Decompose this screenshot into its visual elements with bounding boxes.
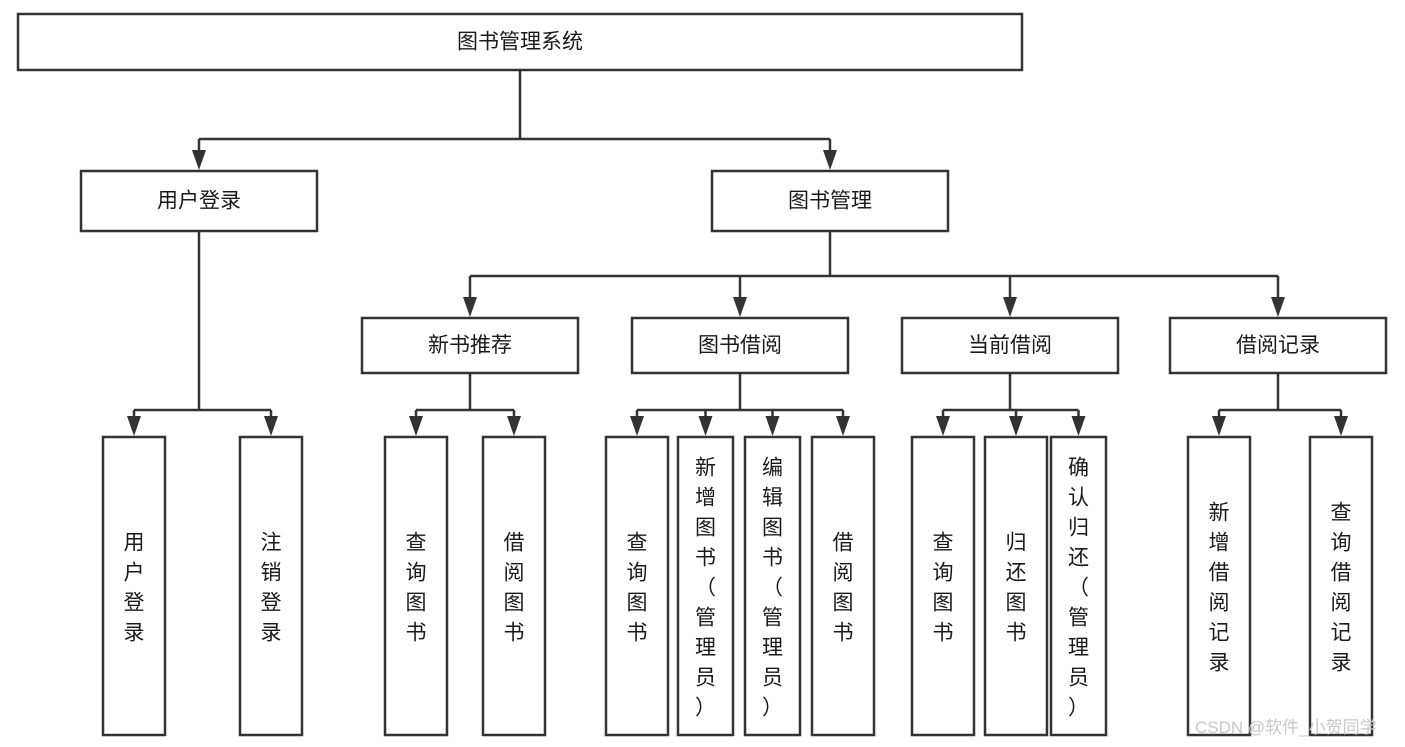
node-label-new-book-rec: 新书推荐 bbox=[428, 334, 512, 357]
node-label-leaf-query-record: 查询借阅记录 bbox=[1331, 501, 1352, 674]
arrow-head-icon bbox=[733, 297, 747, 317]
node-label-user-login: 用户登录 bbox=[157, 190, 241, 213]
node-label-leaf-query-book-2: 查询图书 bbox=[627, 531, 648, 644]
node-leaf-user-login[interactable]: 用户登录 bbox=[101, 435, 167, 737]
node-book-borrow[interactable]: 图书借阅 bbox=[630, 316, 850, 375]
node-label-leaf-add-record: 新增借阅记录 bbox=[1209, 501, 1230, 674]
node-box-current-borrow[interactable] bbox=[900, 316, 1120, 375]
node-box-leaf-query-book-3[interactable] bbox=[910, 435, 976, 737]
arrow-head-icon bbox=[192, 150, 206, 170]
node-box-borrow-record[interactable] bbox=[1168, 316, 1388, 375]
node-box-leaf-confirm-return[interactable] bbox=[1049, 435, 1108, 737]
node-label-borrow-record: 借阅记录 bbox=[1236, 334, 1320, 357]
node-box-leaf-add-book[interactable] bbox=[676, 435, 735, 737]
node-box-root[interactable] bbox=[16, 12, 1024, 72]
node-label-leaf-query-book-3: 查询图书 bbox=[933, 531, 954, 644]
node-label-leaf-borrow-book-2: 借阅图书 bbox=[833, 531, 854, 644]
node-leaf-logout[interactable]: 注销登录 bbox=[238, 435, 304, 737]
arrow-head-icon bbox=[1003, 297, 1017, 317]
node-box-leaf-borrow-book-2[interactable] bbox=[810, 435, 876, 737]
arrow-head-icon bbox=[698, 416, 713, 436]
node-leaf-confirm-return[interactable]: 确认归还（管理员） bbox=[1049, 435, 1108, 737]
node-box-leaf-user-login[interactable] bbox=[101, 435, 167, 737]
arrow-head-icon bbox=[1009, 416, 1023, 436]
node-new-book-rec[interactable]: 新书推荐 bbox=[360, 316, 580, 375]
edge-group-new-book-rec bbox=[409, 373, 521, 436]
node-leaf-add-record[interactable]: 新增借阅记录 bbox=[1186, 435, 1252, 737]
node-label-current-borrow: 当前借阅 bbox=[968, 334, 1052, 357]
node-label-leaf-query-book-1: 查询图书 bbox=[406, 531, 427, 644]
node-label-leaf-borrow-book-1: 借阅图书 bbox=[504, 531, 525, 644]
edge-group-book-borrow bbox=[630, 373, 850, 436]
arrow-head-icon bbox=[409, 416, 423, 436]
node-leaf-edit-book[interactable]: 编辑图书（管理员） bbox=[743, 435, 802, 737]
node-current-borrow[interactable]: 当前借阅 bbox=[900, 316, 1120, 375]
edge-group-borrow-record bbox=[1212, 373, 1348, 436]
arrow-head-icon bbox=[836, 416, 850, 436]
node-layer: 图书管理系统用户登录图书管理新书推荐图书借阅当前借阅借阅记录用户登录注销登录查询… bbox=[16, 12, 1388, 737]
arrow-head-icon bbox=[823, 150, 837, 170]
node-label-leaf-confirm-return: 确认归还（管理员） bbox=[1068, 456, 1089, 719]
arrow-head-icon bbox=[264, 416, 278, 436]
node-book-manage[interactable]: 图书管理 bbox=[710, 169, 950, 233]
node-box-book-manage[interactable] bbox=[710, 169, 950, 233]
node-box-leaf-add-record[interactable] bbox=[1186, 435, 1252, 737]
edge-group-book-manage bbox=[463, 231, 1285, 317]
node-borrow-record[interactable]: 借阅记录 bbox=[1168, 316, 1388, 375]
arrow-head-icon bbox=[463, 297, 477, 317]
node-label-book-borrow: 图书借阅 bbox=[698, 334, 782, 357]
node-label-leaf-user-login: 用户登录 bbox=[124, 531, 145, 644]
node-box-new-book-rec[interactable] bbox=[360, 316, 580, 375]
node-box-leaf-query-book-1[interactable] bbox=[383, 435, 449, 737]
node-label-leaf-add-book: 新增图书（管理员） bbox=[695, 456, 716, 719]
node-label-leaf-logout: 注销登录 bbox=[261, 531, 282, 644]
arrow-head-icon bbox=[1334, 416, 1348, 436]
node-leaf-query-record[interactable]: 查询借阅记录 bbox=[1308, 435, 1374, 737]
node-leaf-borrow-book-2[interactable]: 借阅图书 bbox=[810, 435, 876, 737]
arrow-head-icon bbox=[936, 416, 950, 436]
connector-layer bbox=[127, 70, 1348, 436]
node-box-book-borrow[interactable] bbox=[630, 316, 850, 375]
node-leaf-return-book[interactable]: 归还图书 bbox=[983, 435, 1049, 737]
edge-group-user-login bbox=[127, 231, 278, 436]
edge-group-root bbox=[192, 70, 837, 170]
node-label-leaf-return-book: 归还图书 bbox=[1006, 531, 1027, 644]
arrow-head-icon bbox=[507, 416, 521, 436]
arrow-head-icon bbox=[630, 416, 644, 436]
node-leaf-add-book[interactable]: 新增图书（管理员） bbox=[676, 435, 735, 737]
edge-group-current-borrow bbox=[936, 373, 1086, 436]
arrow-head-icon bbox=[1271, 297, 1285, 317]
node-leaf-borrow-book-1[interactable]: 借阅图书 bbox=[481, 435, 547, 737]
node-box-leaf-return-book[interactable] bbox=[983, 435, 1049, 737]
node-label-leaf-edit-book: 编辑图书（管理员） bbox=[762, 456, 783, 719]
node-box-leaf-query-record[interactable] bbox=[1308, 435, 1374, 737]
node-label-root: 图书管理系统 bbox=[457, 31, 583, 54]
node-leaf-query-book-1[interactable]: 查询图书 bbox=[383, 435, 449, 737]
node-user-login[interactable]: 用户登录 bbox=[79, 169, 319, 233]
node-box-user-login[interactable] bbox=[79, 169, 319, 233]
node-box-leaf-query-book-2[interactable] bbox=[604, 435, 670, 737]
csdn-watermark: CSDN @软件_小贺同学 bbox=[1195, 718, 1377, 737]
node-label-book-manage: 图书管理 bbox=[788, 190, 872, 213]
arrow-head-icon bbox=[765, 416, 780, 436]
node-leaf-query-book-3[interactable]: 查询图书 bbox=[910, 435, 976, 737]
node-box-leaf-edit-book[interactable] bbox=[743, 435, 802, 737]
node-leaf-query-book-2[interactable]: 查询图书 bbox=[604, 435, 670, 737]
node-box-leaf-borrow-book-1[interactable] bbox=[481, 435, 547, 737]
node-root[interactable]: 图书管理系统 bbox=[16, 12, 1024, 72]
arrow-head-icon bbox=[127, 416, 141, 436]
arrow-head-icon bbox=[1212, 416, 1226, 436]
arrow-head-icon bbox=[1071, 416, 1086, 436]
node-box-leaf-logout[interactable] bbox=[238, 435, 304, 737]
